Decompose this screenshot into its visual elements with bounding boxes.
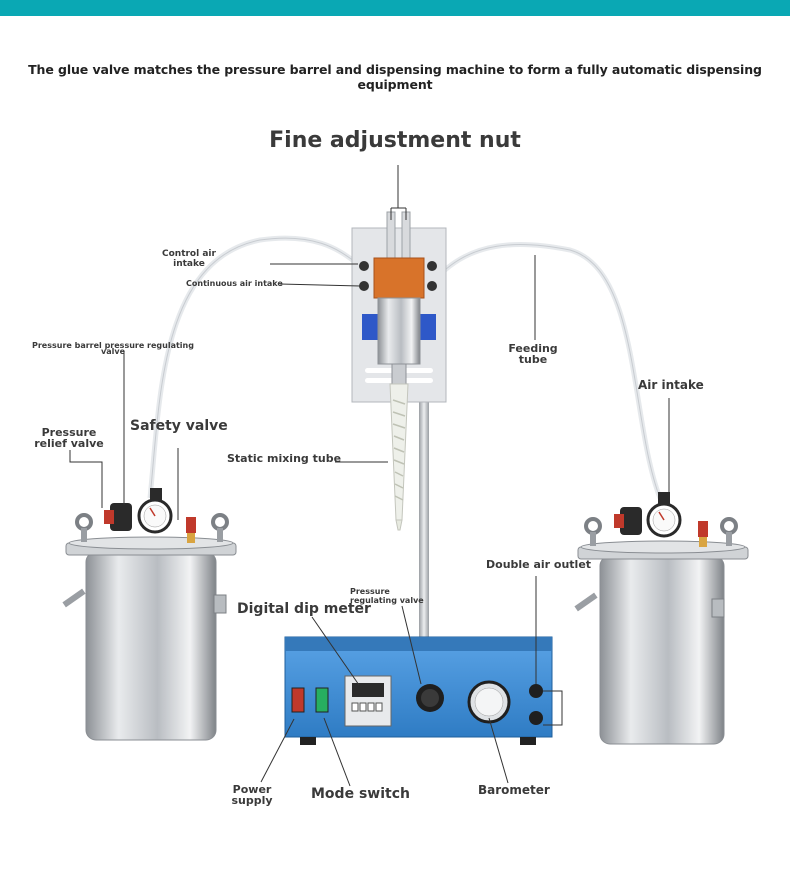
right-feeding-tube [433, 241, 663, 499]
pressure-relief-line2: relief valve [34, 437, 104, 450]
digital-dip-meter-label: Digital dip meter [237, 601, 371, 617]
stand-pole [419, 400, 429, 640]
continuous-air-intake-label: Continuous air intake [186, 279, 283, 288]
air-intake-label: Air intake [638, 378, 704, 392]
top-accent-bar [0, 0, 790, 16]
fine-adjustment-nut-label: Fine adjustment nut [269, 128, 521, 153]
pressure-barrel-regulating-line1: Pressure barrel pressure regulating [32, 341, 194, 350]
feeding-tube-line2: tube [518, 353, 548, 366]
machine-panel [284, 636, 553, 738]
barometer-label: Barometer [478, 783, 550, 797]
right-pressure-barrel [574, 492, 749, 745]
pressure-relief-line1: Pressure [41, 426, 97, 439]
safety-valve-label: Safety valve [130, 418, 228, 434]
pressure-regulating-valve-label: Pressure regulating valve [350, 587, 424, 605]
control-air-intake-label: Control air intake [162, 249, 216, 269]
dispensing-machine [284, 636, 553, 745]
feeding-tube-label: Feeding tube [505, 342, 561, 366]
pressure-barrel-regulating-line2: valve [101, 347, 125, 356]
static-mixing-tube [389, 383, 409, 521]
power-supply-line1: Power [232, 783, 272, 796]
pressure-barrel-regulating-valve-label: Pressure barrel pressure regulating valv… [30, 341, 196, 356]
feeding-tube-line1: Feeding [508, 342, 558, 355]
static-mixing-tube-label: Static mixing tube [227, 452, 342, 465]
control-air-intake-line2: intake [173, 259, 205, 269]
mode-switch-label: Mode switch [311, 786, 410, 802]
double-air-outlet-label: Double air outlet [486, 558, 592, 571]
left-pressure-barrel [62, 488, 237, 741]
power-supply-label: Power supply [230, 783, 274, 807]
pressure-regulating-line2: regulating valve [350, 596, 424, 605]
pressure-regulating-line1: Pressure [350, 587, 390, 596]
glue-valve-body [373, 257, 425, 299]
pressure-relief-valve-label: Pressure relief valve [32, 426, 106, 450]
control-air-intake-line1: Control air [162, 249, 216, 259]
power-supply-line2: supply [231, 794, 273, 807]
page-headline: The glue valve matches the pressure barr… [28, 62, 762, 92]
